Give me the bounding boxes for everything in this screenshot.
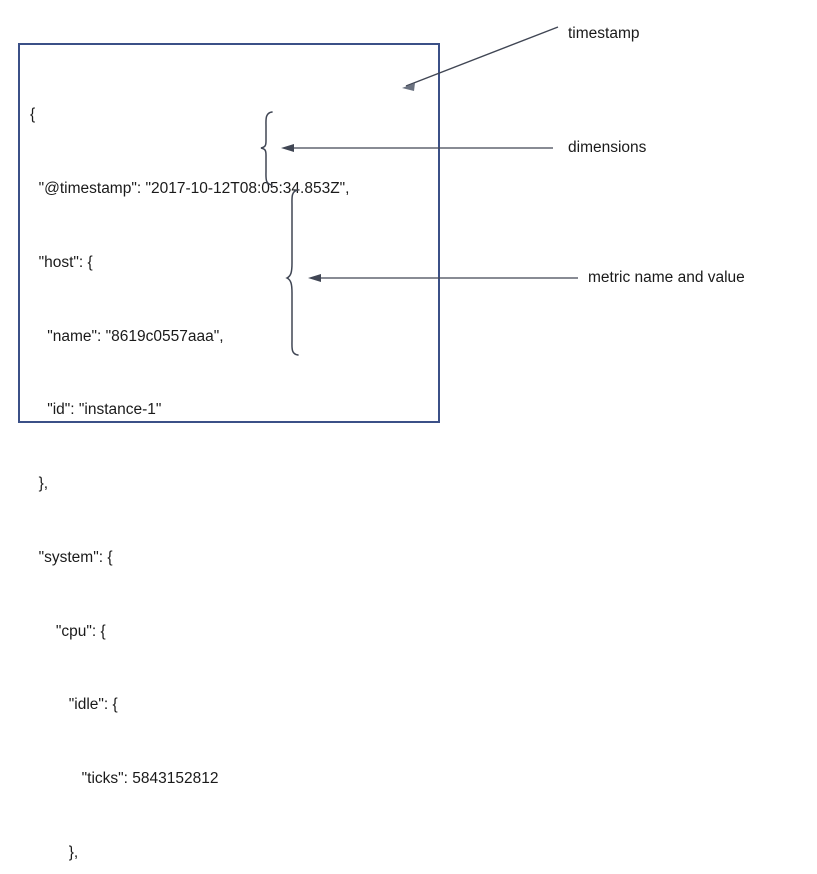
json-line-host-close: }, xyxy=(30,475,49,493)
json-code-block: { "@timestamp": "2017-10-12T08:05:34.853… xyxy=(30,54,430,874)
json-line: { xyxy=(30,106,36,124)
json-line-host-open: "host": { xyxy=(30,253,93,271)
annotation-label-metric: metric name and value xyxy=(588,269,745,286)
json-line-cpu-open: "cpu": { xyxy=(30,622,106,640)
json-line-ticks: "ticks": 5843152812 xyxy=(30,770,219,788)
json-line-timestamp: "@timestamp": "2017-10-12T08:05:34.853Z"… xyxy=(30,179,350,197)
json-line-host-id: "id": "instance-1" xyxy=(30,401,162,419)
diagram-canvas: { "@timestamp": "2017-10-12T08:05:34.853… xyxy=(18,25,745,861)
json-line-idle-close: }, xyxy=(30,844,79,861)
json-line-idle-open: "idle": { xyxy=(30,696,118,714)
json-line-system-open: "system": { xyxy=(30,548,113,566)
annotation-label-dimensions: dimensions xyxy=(568,139,647,156)
json-document-box: { "@timestamp": "2017-10-12T08:05:34.853… xyxy=(18,43,440,861)
json-line-host-name: "name": "8619c0557aaa", xyxy=(30,327,224,345)
annotation-label-timestamp: timestamp xyxy=(568,25,640,42)
